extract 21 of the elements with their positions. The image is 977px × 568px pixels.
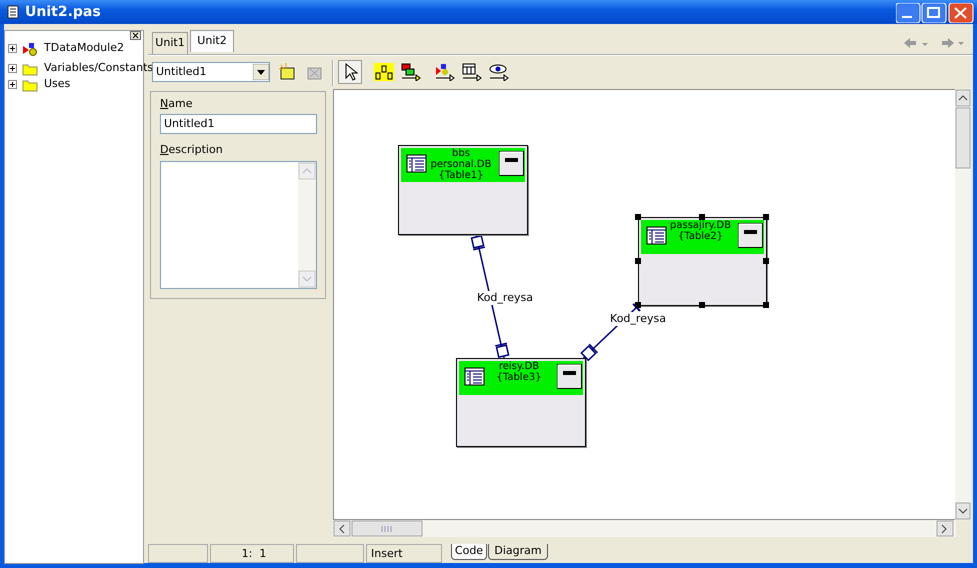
- tree-item: Variables/Constants: [44, 61, 154, 75]
- tab: Diagram: [488, 544, 548, 560]
- relationship-line: [470, 234, 510, 358]
- field-label: Description: [160, 143, 223, 157]
- edge-label: Kod_reysa: [609, 312, 667, 326]
- text-field: Untitled1: [160, 114, 317, 134]
- tree-item: Uses: [44, 77, 70, 91]
- status-cell: Insert: [366, 544, 442, 563]
- window-title: Unit2.pas: [25, 3, 101, 21]
- table-name: bbs personal.DB {Table1}: [430, 148, 492, 181]
- tab: Unit1: [152, 32, 188, 54]
- field-label: Name: [160, 97, 192, 111]
- table-box: [456, 358, 586, 447]
- table-name: reisy.DB {Table3}: [496, 361, 542, 383]
- tree-item: TDataModule2: [44, 41, 124, 55]
- table-name: passajiry.DB {Table2}: [669, 220, 732, 242]
- tab: Code: [451, 544, 487, 560]
- table-box: [398, 145, 528, 235]
- edge-label: Kod_reysa: [476, 291, 534, 305]
- tab: Unit2: [190, 30, 234, 52]
- status-cell: 1: 1: [210, 544, 294, 563]
